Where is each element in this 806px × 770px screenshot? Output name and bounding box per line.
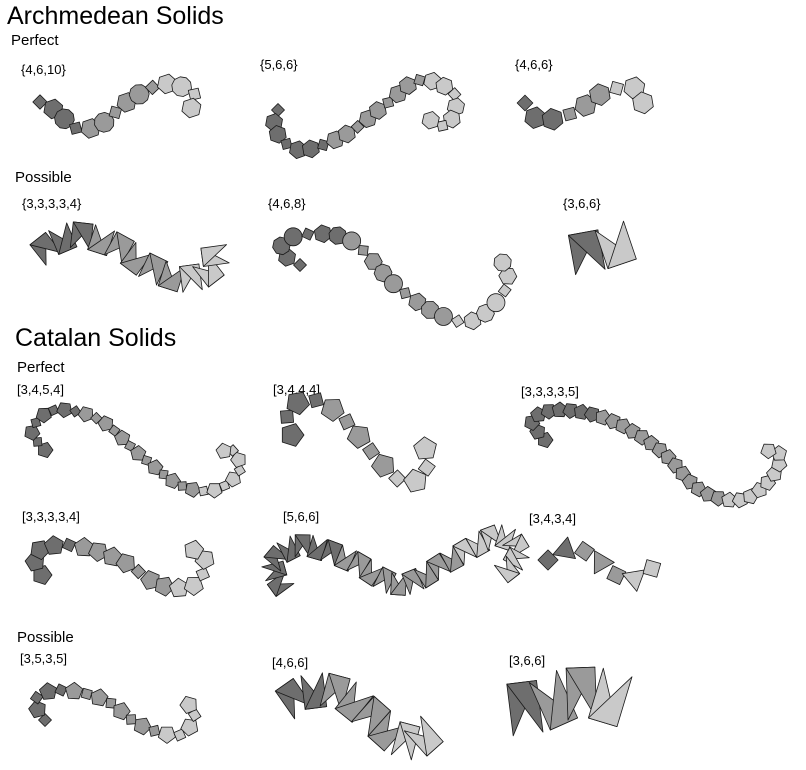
- chain-tile: [78, 407, 93, 422]
- chain-tile: [563, 107, 577, 121]
- chain-tile: [81, 688, 92, 699]
- chain-tile: [185, 483, 200, 498]
- chain-tile: [302, 228, 314, 240]
- chain-tile: [414, 437, 437, 459]
- chain-tile: [542, 108, 563, 130]
- chain-tile: [347, 426, 370, 448]
- chain-tile: [358, 245, 368, 255]
- chain-tile: [172, 77, 192, 97]
- chain-tile: [622, 570, 645, 592]
- chain-tile: [55, 684, 67, 696]
- chain-tile: [590, 84, 611, 106]
- chain-tile: [434, 307, 452, 325]
- chain-tile: [400, 288, 411, 299]
- chain-tile: [494, 254, 511, 271]
- chain-tile: [294, 259, 307, 272]
- chain-tile: [62, 538, 76, 552]
- chain-tile: [372, 454, 394, 477]
- chain-tile: [180, 696, 196, 713]
- chain-tile: [404, 469, 426, 492]
- chain-tile: [91, 689, 108, 706]
- chain-tile: [158, 727, 175, 743]
- chain-tile: [134, 718, 151, 735]
- chain-tile: [126, 715, 136, 725]
- chain-tile: [400, 77, 417, 95]
- chain-tile: [149, 725, 160, 736]
- chain-tile: [451, 315, 464, 328]
- chain-tile: [216, 443, 231, 458]
- chain-tile: [182, 98, 201, 118]
- chain-tile: [280, 410, 293, 423]
- chain-tile: [343, 232, 361, 250]
- chain-tile: [178, 482, 187, 491]
- chain-tile: [282, 424, 304, 447]
- chain-tile: [575, 541, 595, 561]
- chain-tile: [422, 112, 439, 130]
- chain-tile: [309, 393, 324, 408]
- chain-tile: [553, 537, 576, 559]
- chain-tile: [643, 560, 661, 578]
- chain-tile: [70, 122, 83, 134]
- chain-tile: [610, 81, 624, 95]
- chain-tile: [302, 140, 319, 158]
- chain-tile: [188, 88, 200, 100]
- chain-tile: [517, 95, 533, 111]
- chain-tile: [487, 294, 505, 312]
- chain-tile: [284, 228, 302, 246]
- chain-tile: [66, 682, 83, 699]
